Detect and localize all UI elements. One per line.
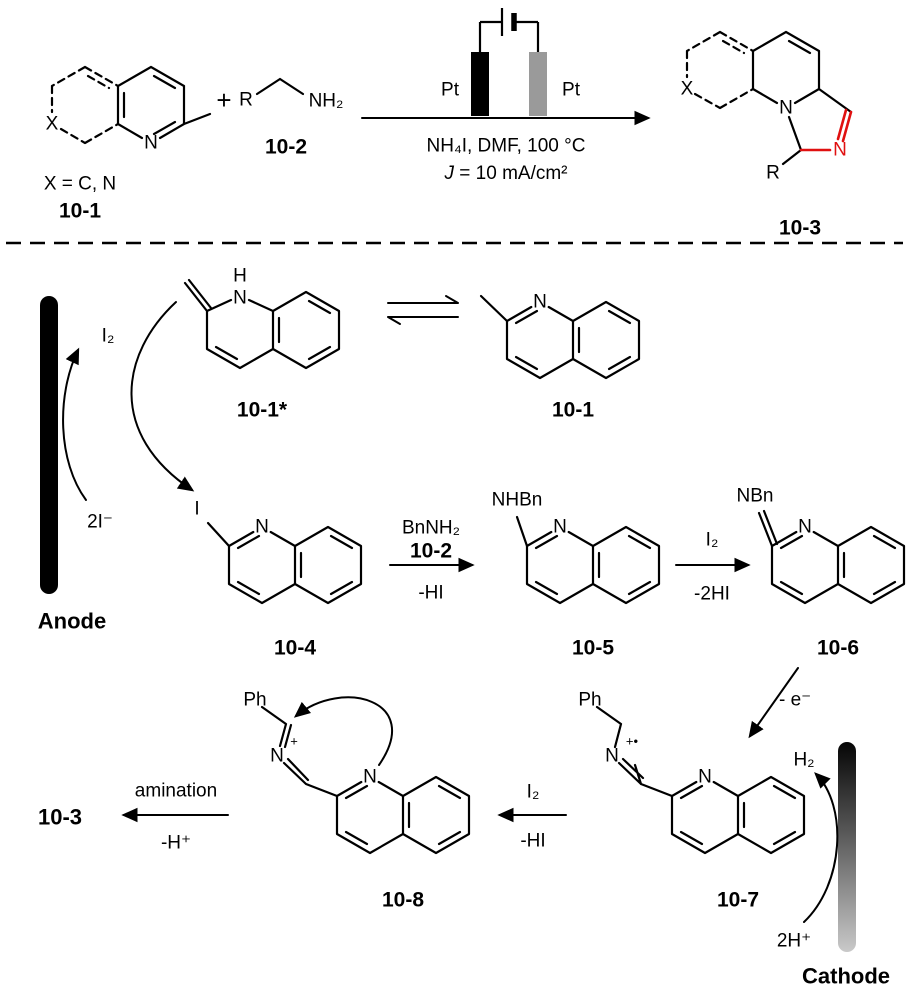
ch2i-bond xyxy=(206,521,231,548)
byproduct-hi: -HI xyxy=(418,583,443,604)
anode-label: Anode xyxy=(38,609,106,634)
structure-scheme-10-1: X N X = C, N 10-1 xyxy=(44,65,212,223)
x-definition: X = C, N xyxy=(44,174,116,195)
compound-label-10-1: 10-1 xyxy=(59,200,101,223)
imine-double-bond xyxy=(757,509,779,548)
compound-label-10-1: 10-1 xyxy=(552,399,594,422)
atom-h: H xyxy=(233,266,247,287)
structure-scheme-10-3: X N N R 10-3 xyxy=(681,30,853,240)
hydrogen-label: H₂ xyxy=(793,750,814,771)
structure-10-4: I N 10-4 xyxy=(194,499,363,660)
iminium-charge: + xyxy=(290,734,298,749)
amine-bonds xyxy=(255,77,305,96)
compound-label-10-5: 10-5 xyxy=(572,637,614,660)
ring-bonds xyxy=(183,278,341,370)
electrode-gray xyxy=(529,52,547,116)
methyl-bond xyxy=(479,294,509,323)
reagent-bnnh2: BnNH₂ xyxy=(402,518,460,539)
structure-10-1-star: H N 10-1* xyxy=(183,266,341,422)
protons-label: 2H⁺ xyxy=(777,931,811,952)
iodine-label: I₂ xyxy=(102,326,115,347)
atom-n-red: N xyxy=(833,140,847,161)
atom-n-bridgehead: N xyxy=(779,98,793,119)
atom-x: X xyxy=(681,79,694,100)
product-dashed-ring xyxy=(685,30,755,110)
final-product-label: 10-3 xyxy=(38,805,82,830)
structure-10-7: Ph N +• N 10-7 xyxy=(578,690,806,912)
structure-10-2: R NH₂ 10-2 xyxy=(239,77,344,159)
amination-label: amination xyxy=(135,781,217,802)
reagent-i2: I₂ xyxy=(706,530,719,551)
conditions-line1: NH₄I, DMF, 100 °C xyxy=(427,136,586,157)
nhbn-group: NHBn xyxy=(492,490,543,511)
nbn-group: NBn xyxy=(737,486,774,507)
curved-arrow-to-10-4 xyxy=(130,301,195,492)
product-ring-bonds xyxy=(751,30,853,166)
structure-10-6: NBn N 10-6 xyxy=(737,486,906,660)
minus-e-label: - e⁻ xyxy=(779,690,811,711)
pt-label-right: Pt xyxy=(562,80,581,101)
compound-label-10-6: 10-6 xyxy=(817,637,859,660)
curved-arrow-iodide-to-iodine xyxy=(62,347,87,501)
amine-group: NH₂ xyxy=(309,91,344,112)
curved-arrow-cyclization xyxy=(293,696,394,766)
minus-h-label: -H⁺ xyxy=(161,833,191,854)
compound-label-10-1-star: 10-1* xyxy=(237,399,288,422)
structure-10-8: Ph N + N 10-8 xyxy=(243,690,471,912)
electrode-black xyxy=(471,52,489,116)
structure-10-1: N 10-1 xyxy=(479,292,641,422)
phenyl-group: Ph xyxy=(243,690,266,711)
reagent-10-2: 10-2 xyxy=(410,540,452,563)
plus-sign: + xyxy=(216,85,231,115)
structure-10-5: NHBn N 10-5 xyxy=(492,490,661,660)
compound-label-10-8: 10-8 xyxy=(382,889,424,912)
pt-label-left: Pt xyxy=(441,80,460,101)
arrow-minus-e xyxy=(748,667,799,739)
reagent-i2: I₂ xyxy=(527,782,540,803)
compound-label-10-7: 10-7 xyxy=(717,889,759,912)
product-red-bonds xyxy=(799,108,853,152)
electrochemical-cell: Pt Pt xyxy=(441,8,581,116)
atom-n-chain: N xyxy=(270,746,284,767)
atom-n: N xyxy=(255,517,269,538)
chain-bonds xyxy=(595,705,674,798)
cathode-label: Cathode xyxy=(802,964,890,989)
conditions-line2: J = 10 mA/cm² xyxy=(444,163,568,184)
atom-x: X xyxy=(46,114,59,135)
compound-label-10-4: 10-4 xyxy=(274,637,316,660)
dashed-ring-bonds xyxy=(50,65,120,145)
phenyl-group: Ph xyxy=(578,690,601,711)
ring-bonds xyxy=(116,65,212,140)
atom-n: N xyxy=(533,292,547,313)
anode-bar xyxy=(40,296,58,594)
atom-n: N xyxy=(553,517,567,538)
compound-label-10-2: 10-2 xyxy=(265,136,307,159)
byproduct-hi: -HI xyxy=(520,831,545,852)
compound-label-10-3: 10-3 xyxy=(779,217,821,240)
atom-n: N xyxy=(144,133,158,154)
atom-n: N xyxy=(233,288,247,309)
radical-cation-charge: +• xyxy=(626,734,639,749)
atom-n: N xyxy=(363,767,377,788)
curved-arrow-protons-to-h2 xyxy=(803,772,839,923)
iodide-label: 2I⁻ xyxy=(87,512,113,533)
atom-n-chain: N xyxy=(605,746,619,767)
cathode-bar xyxy=(838,742,856,952)
r-group: R xyxy=(239,90,253,111)
atom-n: N xyxy=(698,767,712,788)
chain-bonds xyxy=(260,705,339,798)
r-group: R xyxy=(766,163,780,184)
equilibrium-arrows xyxy=(387,295,459,325)
battery-wires xyxy=(478,20,540,52)
byproduct-2hi: -2HI xyxy=(694,584,730,605)
ch2-nhbn-bond xyxy=(515,515,529,548)
atom-n: N xyxy=(798,517,812,538)
atom-i: I xyxy=(194,499,199,520)
